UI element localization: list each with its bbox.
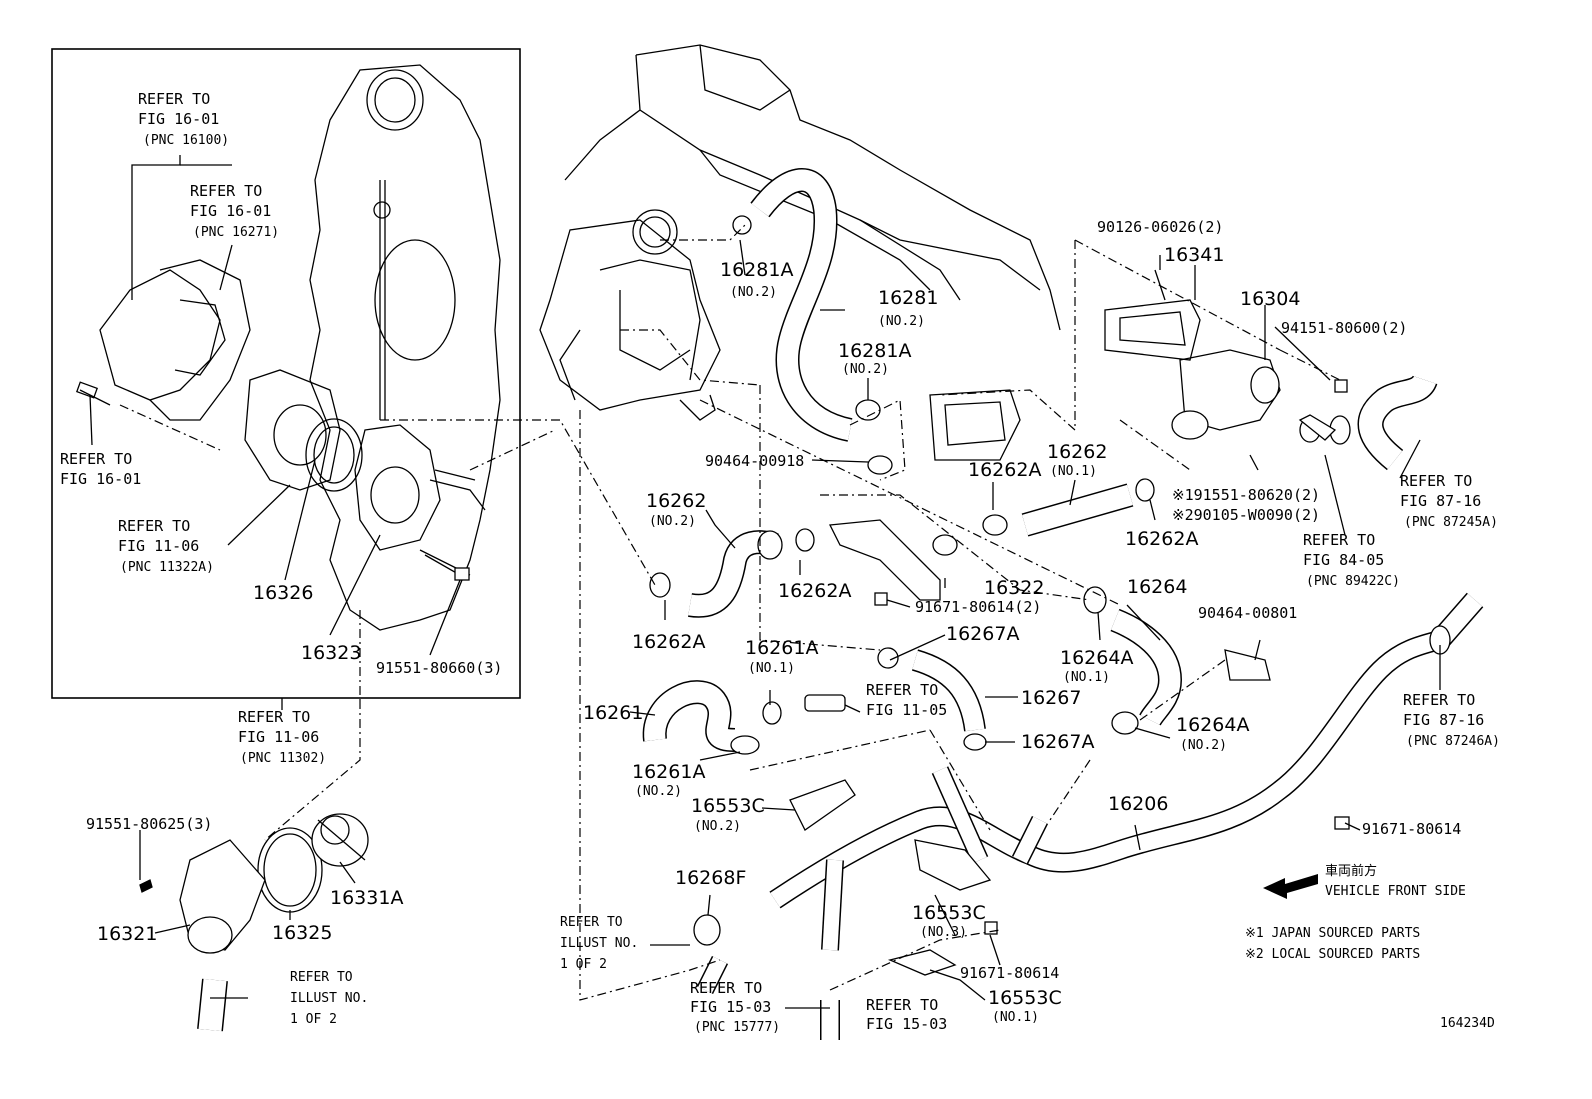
legend-note-1: ※1 JAPAN SOURCED PARTS — [1245, 926, 1420, 941]
part-label: 16326 — [253, 582, 313, 604]
part-label: 16267A — [1021, 731, 1094, 753]
part-label: 16281A — [720, 259, 793, 281]
part-label: (NO.1) — [1050, 464, 1097, 479]
part-label: 16553C — [691, 795, 765, 817]
part-label: 16262A — [1125, 528, 1198, 550]
part-label: 16331A — [330, 887, 403, 909]
hose-16261-drawing — [642, 680, 736, 752]
part-label: 16553C — [988, 987, 1062, 1009]
part-label: (NO.2) — [842, 362, 889, 377]
part-label: ※191551-80620(2) — [1172, 486, 1320, 504]
part-label: (NO.2) — [730, 285, 777, 300]
part-label: ※290105-W0090(2) — [1172, 506, 1320, 524]
pipe-16206-drawing — [769, 630, 1443, 951]
engine-block-drawing — [539, 44, 1061, 421]
vehicle-front-label: VEHICLE FRONT SIDE — [1325, 884, 1466, 899]
part-label: 16267 — [1021, 687, 1081, 709]
part-label: 16262 — [646, 490, 706, 512]
part-label: (NO.1) — [1063, 670, 1110, 685]
part-label: 16262 — [1047, 441, 1107, 463]
part-label: 16281 — [878, 287, 938, 309]
part-label: 90464-00918 — [705, 452, 804, 470]
part-label: 16322 — [984, 577, 1044, 599]
part-label: 16341 — [1164, 244, 1224, 266]
hose-16267-drawing — [911, 649, 986, 732]
part-label: (NO.2) — [649, 514, 696, 529]
vehicle-front-arrow-icon — [1263, 874, 1318, 899]
part-label: 16281A — [838, 340, 911, 362]
part-labels: 16281A (NO.2) 16281 (NO.2) 16281A (NO.2)… — [86, 218, 1461, 1025]
timing-cover-drawing — [75, 64, 501, 631]
figure-id: 164234D — [1440, 1016, 1495, 1031]
hose-16281-drawing — [750, 168, 853, 442]
vehicle-front-label-jp: 車両前方 — [1325, 863, 1377, 879]
part-label: 90126-06026(2) — [1097, 218, 1223, 236]
legend-note-2: ※2 LOCAL SOURCED PARTS — [1245, 947, 1420, 962]
part-label: (NO.2) — [878, 314, 925, 329]
part-label: (NO.3) — [920, 925, 967, 940]
part-label: 16262A — [968, 459, 1041, 481]
part-label: 16304 — [1240, 288, 1300, 310]
part-label: 16206 — [1108, 793, 1168, 815]
part-label: 16323 — [301, 642, 361, 664]
part-label: 90464-00801 — [1198, 604, 1297, 622]
part-label: 16264 — [1127, 576, 1187, 598]
part-label: (NO.2) — [1180, 738, 1227, 753]
part-label: 91551-80625(3) — [86, 815, 212, 833]
part-label: 16264A — [1176, 714, 1249, 736]
legend: 車両前方 VEHICLE FRONT SIDE ※1 JAPAN SOURCED… — [1245, 863, 1495, 1031]
leader-lines — [89, 155, 1441, 1009]
component-shapes — [139, 215, 1451, 976]
part-label: 16268F — [675, 867, 746, 889]
part-label: 91551-80660(3) — [376, 659, 502, 677]
part-label: 16261A — [632, 761, 705, 783]
part-label: 16262A — [632, 631, 705, 653]
part-label: 91671-80614 — [960, 964, 1059, 982]
hose-16262-no1-drawing — [1021, 483, 1134, 537]
hose-16264-drawing — [1110, 608, 1183, 727]
part-label: 16267A — [946, 623, 1019, 645]
part-label: (NO.1) — [748, 661, 795, 676]
part-label: 16325 — [272, 922, 332, 944]
part-label: (NO.1) — [992, 1010, 1039, 1025]
part-label: 16321 — [97, 923, 157, 945]
part-label: 94151-80600(2) — [1281, 319, 1407, 337]
part-label: 91671-80614(2) — [915, 598, 1041, 616]
part-label: 16264A — [1060, 647, 1133, 669]
part-label: 16261A — [745, 637, 818, 659]
part-label: 16262A — [778, 580, 851, 602]
part-label: (NO.2) — [635, 784, 682, 799]
part-label: 16553C — [912, 902, 986, 924]
lower-hose-drawing — [197, 373, 1484, 1040]
part-label: 16261 — [583, 702, 643, 724]
reference-dashed-lines — [119, 224, 1341, 1001]
part-label: (NO.2) — [694, 819, 741, 834]
part-label: 91671-80614 — [1362, 820, 1461, 838]
timing-cover-inset-frame — [51, 48, 521, 699]
